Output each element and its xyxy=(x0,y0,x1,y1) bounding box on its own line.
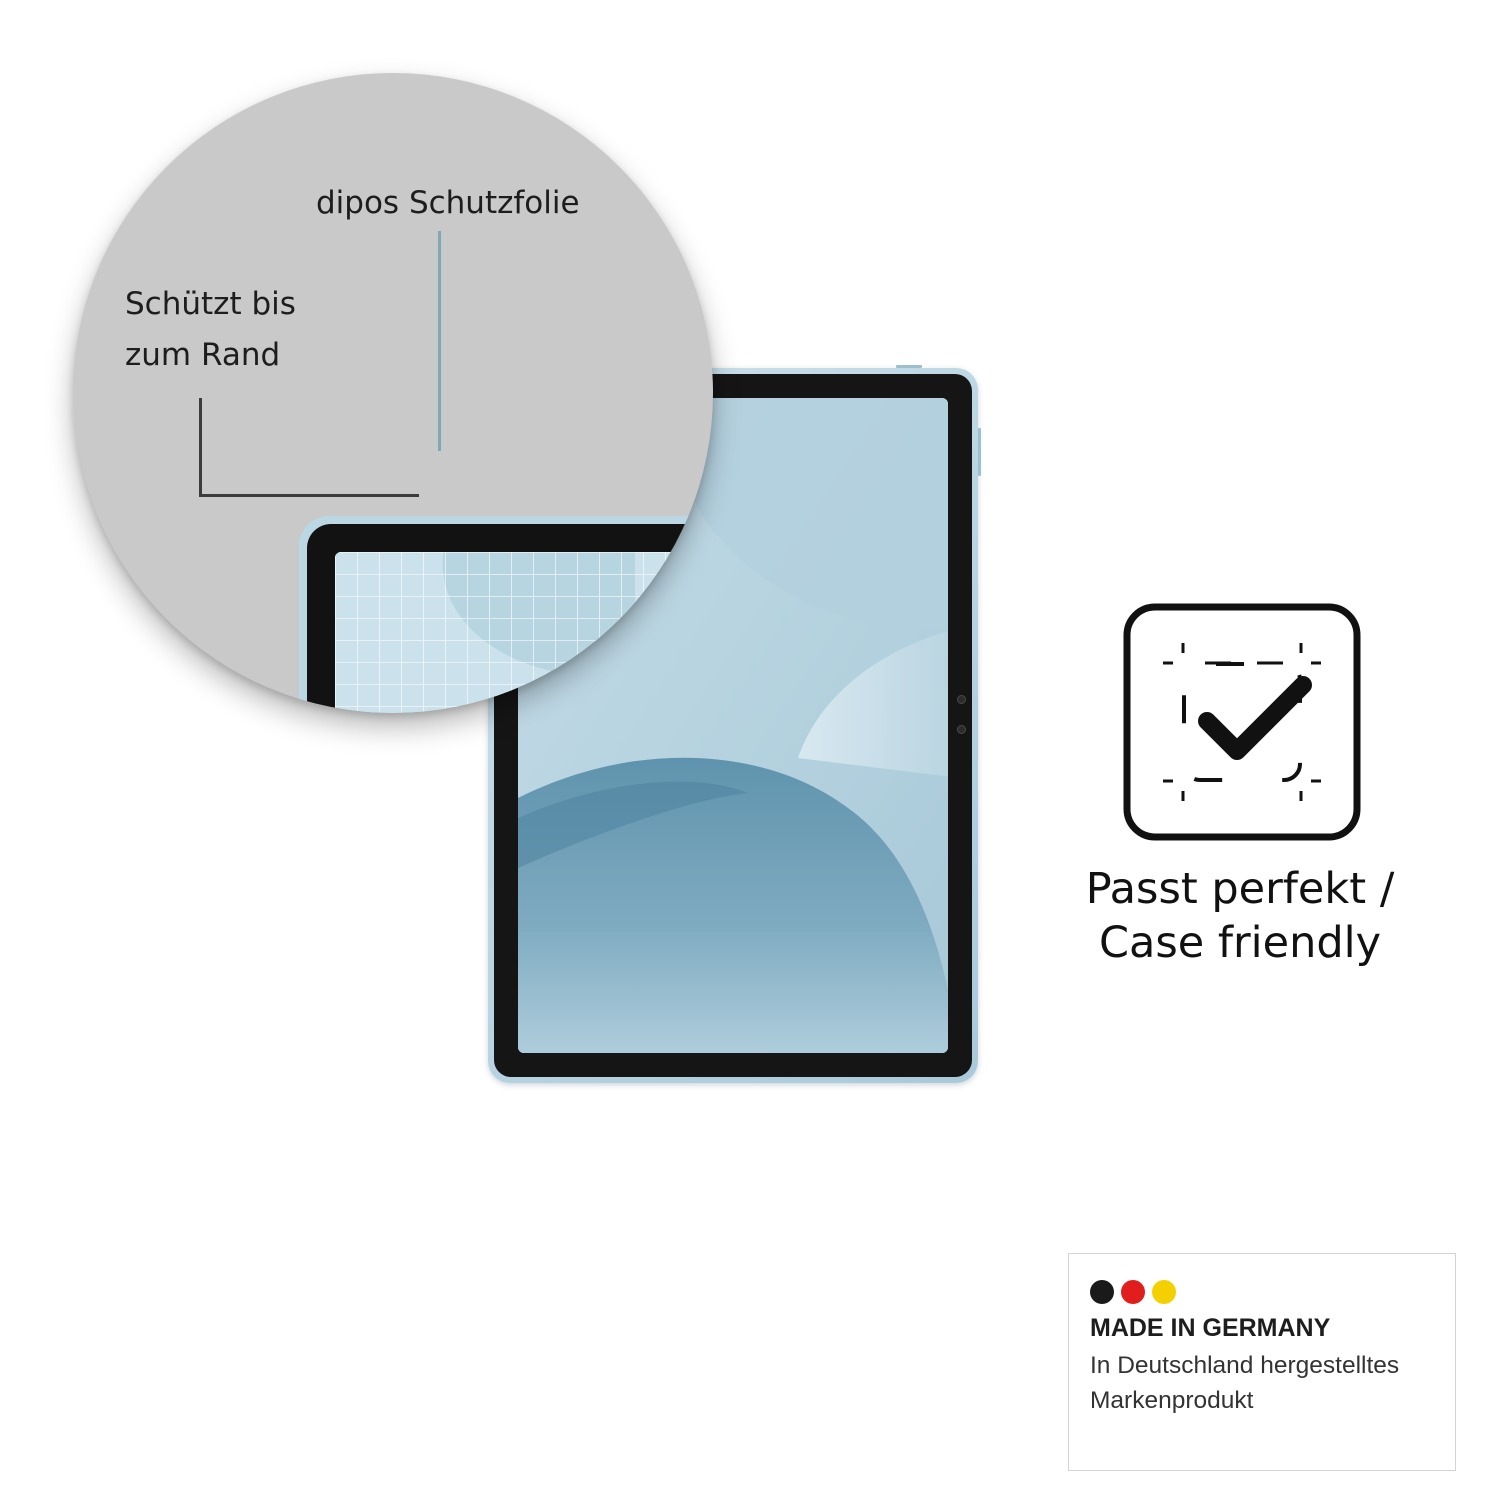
fit-check-icon xyxy=(1123,603,1361,841)
feature-caption-line1: Passt perfekt / xyxy=(1085,864,1395,914)
feature-caption-line2: Case friendly xyxy=(1098,918,1382,968)
badge-title: MADE IN GERMANY xyxy=(1090,1314,1331,1342)
zoomed-bezel xyxy=(307,524,713,713)
edge-coverage-label-line1: Schützt bis xyxy=(125,286,296,322)
protective-film-callout-line xyxy=(438,231,441,451)
magnifier-detail: dipos Schutzfolie Schützt bis zum Rand xyxy=(73,73,713,713)
made-in-germany-badge: MADE IN GERMANY In Deutschland hergestel… xyxy=(1068,1253,1456,1471)
tablet-volume-button xyxy=(978,428,981,476)
badge-subtitle: In Deutschland hergestelltes Markenprodu… xyxy=(1090,1348,1399,1418)
flag-red-dot-icon xyxy=(1121,1280,1145,1304)
feature-caption: Passt perfekt / Case friendly xyxy=(1040,862,1440,970)
tablet-top-button xyxy=(896,365,922,368)
edge-callout-line-vertical xyxy=(199,398,202,497)
zoomed-screen-with-film xyxy=(335,552,713,713)
flag-black-dot-icon xyxy=(1090,1280,1114,1304)
edge-callout-line-horizontal xyxy=(199,494,419,497)
protective-film-label: dipos Schutzfolie xyxy=(316,185,580,221)
tablet-sensor-icon xyxy=(957,725,966,734)
flag-gold-dot-icon xyxy=(1152,1280,1176,1304)
badge-subtitle-line2: Markenprodukt xyxy=(1090,1387,1254,1414)
film-grid-graphic xyxy=(335,552,713,713)
edge-coverage-label-line2: zum Rand xyxy=(125,337,281,373)
tablet-camera-icon xyxy=(957,695,966,704)
badge-subtitle-line1: In Deutschland hergestelltes xyxy=(1090,1352,1400,1379)
zoomed-tablet-corner xyxy=(299,516,713,713)
